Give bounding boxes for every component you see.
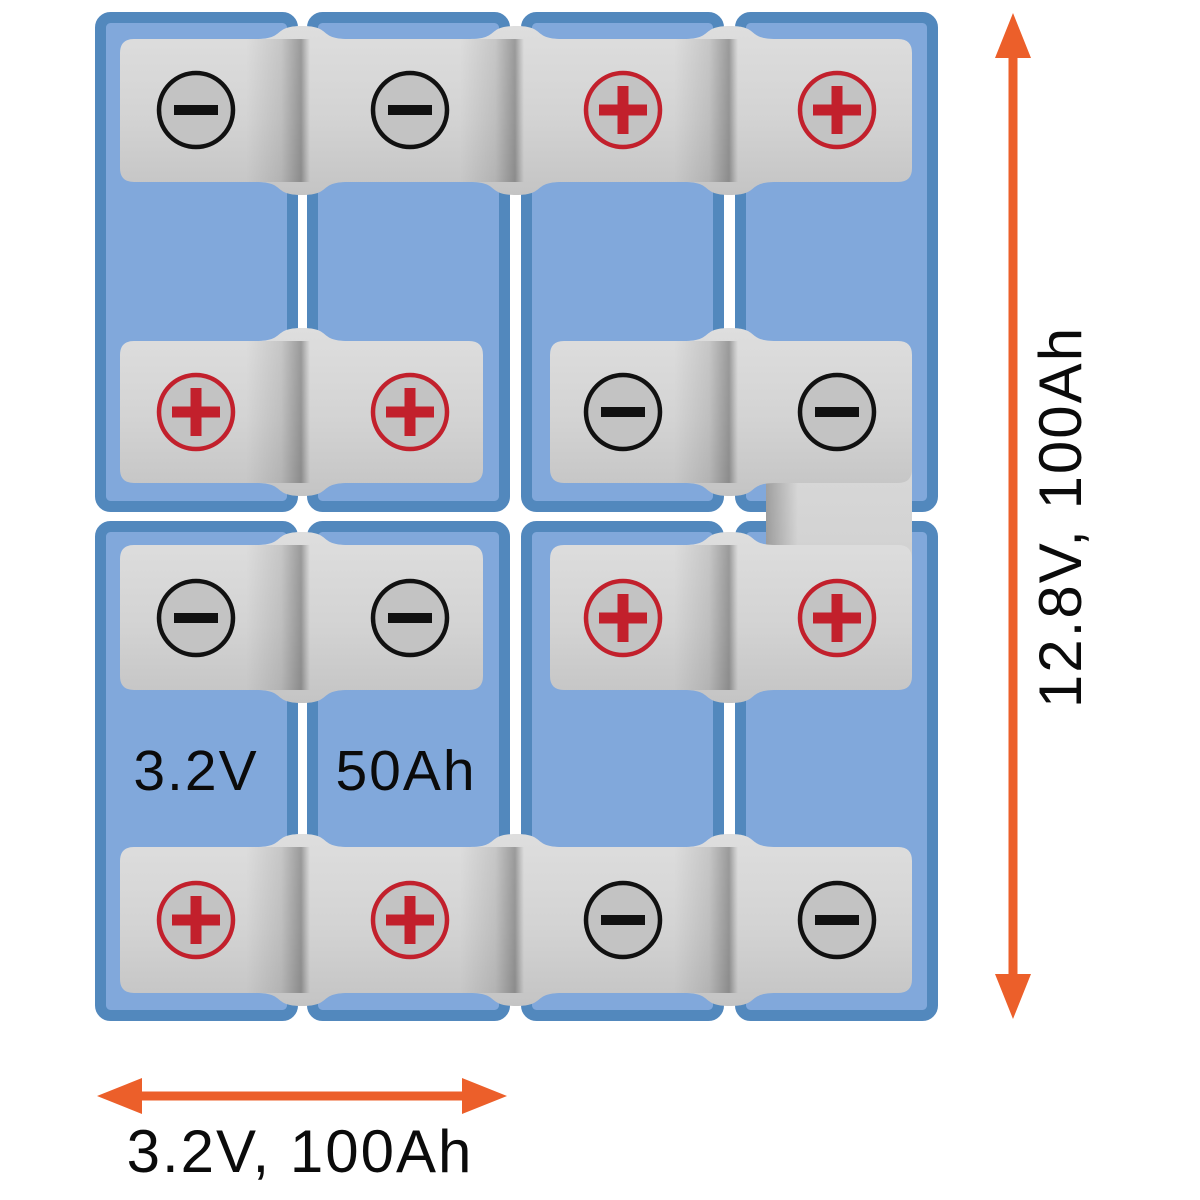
terminal-plus-icon	[370, 372, 450, 452]
busbar-fold-shade	[674, 39, 738, 182]
busbar-fold-shade	[766, 478, 798, 558]
terminal-plus-icon	[583, 578, 663, 658]
minus-bar	[815, 407, 859, 417]
plus-bar	[404, 388, 416, 436]
plus-bar	[190, 388, 202, 436]
busbar-fold-shade	[246, 545, 310, 690]
terminal-minus-icon	[797, 880, 877, 960]
arrowhead-right-icon	[462, 1078, 507, 1114]
terminal-plus-icon	[156, 372, 236, 452]
busbar-fold-shade	[674, 341, 738, 483]
plus-bar	[617, 594, 629, 642]
plus-bar	[190, 896, 202, 944]
plus-bar	[831, 594, 843, 642]
terminal-plus-icon	[797, 70, 877, 150]
arrowhead-left-icon	[97, 1078, 142, 1114]
arrow-line	[1008, 50, 1018, 978]
terminal-plus-icon	[156, 880, 236, 960]
busbar-fold-shades	[246, 39, 738, 993]
busbar-fold-shade	[246, 39, 310, 182]
busbar-fold-shade	[674, 545, 738, 690]
minus-bar	[388, 105, 432, 115]
minus-bar	[815, 915, 859, 925]
minus-bar	[174, 613, 218, 623]
pack-vertical-dimension-label: 12.8V, 100Ah	[1027, 326, 1094, 708]
terminal-plus-icon	[583, 70, 663, 150]
cell-capacity-label: 50Ah	[335, 739, 476, 803]
terminal-minus-icon	[156, 70, 236, 150]
busbar-fold-shade	[246, 847, 310, 993]
plus-bar	[617, 86, 629, 134]
terminal-plus-icon	[370, 880, 450, 960]
terminal-minus-icon	[370, 578, 450, 658]
cell-voltage-label: 3.2V	[133, 739, 258, 803]
terminal-minus-icon	[583, 372, 663, 452]
terminal-plus-icon	[797, 578, 877, 658]
plus-bar	[404, 896, 416, 944]
busbar-fold-shade	[460, 847, 524, 993]
horizontal-dimension-arrow	[97, 1078, 507, 1114]
arrow-line	[136, 1091, 468, 1101]
terminal-minus-icon	[583, 880, 663, 960]
terminal-minus-icon	[156, 578, 236, 658]
arrowhead-up-icon	[995, 13, 1031, 58]
minus-bar	[601, 407, 645, 417]
pack-horizontal-dimension-label: 3.2V, 100Ah	[127, 1118, 474, 1185]
terminals	[156, 70, 877, 960]
terminal-minus-icon	[797, 372, 877, 452]
minus-bar	[601, 915, 645, 925]
arrowhead-down-icon	[995, 974, 1031, 1019]
minus-bar	[388, 613, 432, 623]
vertical-dimension-arrow	[995, 13, 1031, 1019]
busbar-fold-shade	[460, 39, 524, 182]
minus-bar	[174, 105, 218, 115]
busbar-fold-shade	[674, 847, 738, 993]
terminal-minus-icon	[370, 70, 450, 150]
plus-bar	[831, 86, 843, 134]
busbar-fold-shade	[246, 341, 310, 483]
